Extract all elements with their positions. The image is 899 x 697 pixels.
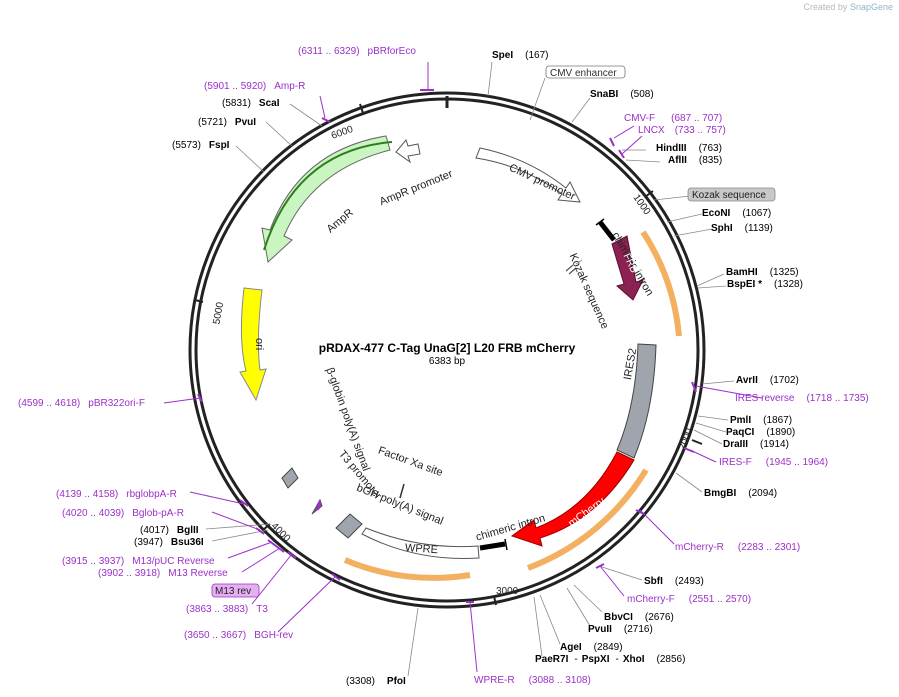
enzyme-FspI: (5573)FspI: [172, 140, 230, 151]
orf-band-right-lower: [526, 468, 649, 571]
enzyme-PaeR7I-PspXI-XhoI: PaeR7I-PspXI-XhoI(2856): [535, 654, 685, 665]
primer-WPRE-R: WPRE-R(3088 .. 3108): [474, 675, 591, 686]
kozak-sequence-box: [687, 187, 776, 202]
wpre-block: [361, 527, 480, 559]
chimeric-intron-bottom-cap: [504, 538, 508, 551]
enzyme-EcoNI: EcoNI(1067): [702, 208, 771, 219]
orf-band-right: [640, 230, 682, 337]
primer-CMV-F: CMV-F(687 .. 707): [624, 113, 722, 124]
enzyme-BglII: (4017)BglII: [140, 525, 199, 536]
bgh-block: [335, 513, 363, 539]
tick-4000: [262, 523, 271, 531]
cmv-promoter-label: CMV promoter: [507, 162, 577, 203]
cmv-enhancer-box: [545, 65, 626, 79]
primer-Amp-R: (5901 .. 5920)Amp-R: [204, 81, 305, 92]
factor-xa-mark: [399, 483, 405, 499]
enzyme-Bsu36I: (3947)Bsu36I: [134, 537, 204, 548]
credit-prefix: Created by: [803, 2, 848, 12]
primer-mCherry-R: mCherry-R(2283 .. 2301): [675, 542, 800, 553]
tick-3000: [493, 595, 497, 606]
enzyme-ScaI: (5831)ScaI: [222, 98, 280, 109]
wpre-label: WPRE: [405, 542, 439, 556]
enzyme-BmgBI: BmgBI(2094): [704, 488, 777, 499]
ires2-block: [616, 343, 657, 459]
snapgene-brand: SnapGene: [849, 2, 893, 12]
ampr-promoter-label: AmpR promoter: [378, 168, 455, 208]
chimeric-intron-bottom-bar: [479, 541, 506, 551]
kozak-label: Kozak sequence: [567, 252, 611, 331]
ori-arrow: [239, 287, 267, 402]
ampr-band: [263, 141, 393, 251]
ires2-label: IRES2: [622, 347, 639, 380]
plasmid-name: pRDAX-477 C-Tag UnaG[2] L20 FRB mCherry: [319, 341, 576, 355]
primer-IRES-F: IRES-F(1945 .. 1964): [719, 457, 828, 468]
kozak-sequence-label: Kozak sequence: [692, 190, 766, 201]
m13-rev-box: [211, 583, 260, 598]
enzyme-BspEI: BspEI *(1328): [727, 279, 803, 290]
tick-label-4000: 4000: [269, 521, 293, 545]
enzyme-BamHI: BamHI(1325): [726, 267, 799, 278]
enzyme-SnaBI: SnaBI(508): [590, 89, 654, 100]
mcherry-arrow: [510, 451, 635, 547]
tick-2000: [691, 439, 703, 445]
primer-IRES-reverse: IRES reverse(1718 .. 1735): [735, 393, 869, 404]
factor-xa-label: Factor Xa site: [376, 445, 444, 479]
primer-LNCX: LNCX(733 .. 757): [638, 125, 726, 136]
enzyme-BbvCI: BbvCI(2676): [604, 612, 674, 623]
enzyme-PvuII: PvuII(2716): [588, 624, 653, 635]
tick-5000: [194, 299, 204, 303]
tick-1000: [644, 190, 654, 198]
ampr-label: AmpR: [325, 207, 356, 236]
chimeric-intron-top-bar: [598, 220, 616, 242]
chimeric-intron-top-cap: [595, 218, 605, 226]
enzyme-PvuI: (5721)PvuI: [198, 117, 256, 128]
primer-M13-pUC-Reverse: (3915 .. 3937)M13/pUC Reverse: [62, 556, 215, 567]
primer-T3: (3863 .. 3883)T3: [186, 604, 268, 615]
enzyme-AvrII: AvrII(1702): [736, 375, 799, 386]
primer-Bglob-pA-R: (4020 .. 4039)Bglob-pA-R: [62, 508, 184, 519]
orf-band-bottom: [343, 557, 471, 581]
plasmid-length: 6383 bp: [429, 356, 466, 367]
enzyme-SbfI: SbfI(2493): [644, 576, 704, 587]
enzyme-AgeI: AgeI(2849): [560, 642, 623, 653]
tick-label-1000: 1000: [631, 193, 653, 218]
enzyme-SpeI: SpeI(167): [492, 50, 548, 61]
tick-label-3000: 3000: [496, 586, 519, 597]
primer-rbglobpA-R: (4139 .. 4158)rbglobpA-R: [56, 489, 177, 500]
enzyme-AflII: AflII(835): [668, 155, 722, 166]
tick-label-5000: 5000: [211, 301, 226, 325]
enzyme-DraIII: DraIII(1914): [723, 439, 789, 450]
cmv-enhancer-label: CMV enhancer: [550, 68, 617, 79]
primer-M13-Reverse: (3902 .. 3918)M13 Reverse: [98, 568, 228, 579]
primer-BGH-rev: (3650 .. 3667)BGH-rev: [184, 630, 293, 641]
frb-arrow: [611, 235, 644, 301]
enzyme-PaqCI: PaqCI(1890): [726, 427, 795, 438]
enzyme-HindIII: HindIII(763): [656, 143, 722, 154]
backbone-outer: [188, 91, 706, 609]
ori-label: ori: [253, 338, 265, 350]
primer-pBR322ori-F: (4599 .. 4618)pBR322ori-F: [18, 398, 145, 409]
snapgene-credit: Created by SnapGene: [803, 2, 893, 12]
ampr-promoter-arrow: [395, 138, 421, 164]
tick-6000: [359, 103, 364, 114]
beta-globin-block: [281, 467, 299, 489]
enzyme-PfoI: (3308)PfoI: [346, 676, 406, 687]
primer-pBRforEco: (6311 .. 6329)pBRforEco: [298, 46, 416, 57]
kozak-mark-2: [568, 267, 577, 275]
enzyme-SphI: SphI(1139): [711, 223, 773, 234]
primer-mCherry-F: mCherry-F(2551 .. 2570): [627, 594, 751, 605]
kozak-mark-1: [565, 264, 574, 272]
cmv-promoter-arrow: [475, 147, 581, 203]
m13-rev-label: M13 rev: [215, 586, 251, 597]
enzyme-PmlI: PmlI(1867): [730, 415, 792, 426]
